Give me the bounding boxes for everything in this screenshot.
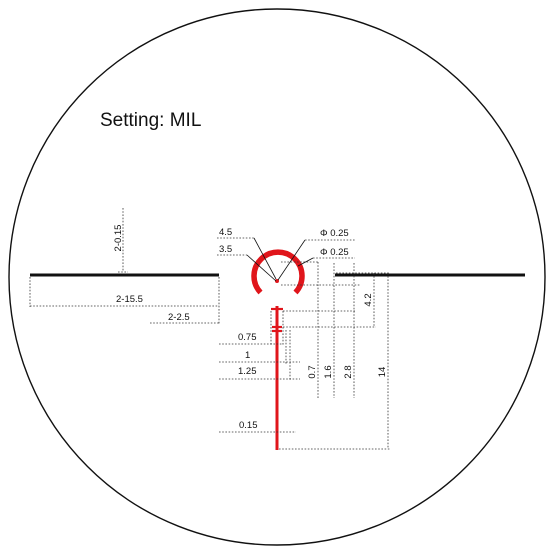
dim-center-dot-arrow	[277, 239, 306, 281]
dim-center-dot-label: Φ 0.25	[320, 228, 349, 239]
dim-v07-label: 0.7	[307, 365, 318, 378]
dim-ring-dot-label: Φ 0.25	[320, 247, 349, 258]
dim-v28-label: 2.8	[343, 365, 354, 378]
dim-v16-label: 1.6	[323, 365, 334, 378]
dim-tick1-label: 1	[245, 350, 250, 361]
dim-post-gap-label: 2-2.5	[168, 312, 190, 323]
dim-top-gap-label: 2-0.15	[113, 225, 124, 252]
dim-v42-label: 4.2	[363, 293, 374, 306]
red-horseshoe-ring	[251, 249, 305, 295]
dim-ring-outer-arrow	[253, 237, 277, 280]
dim-post-length-label: 2-15.5	[116, 294, 143, 305]
dim-tick125-label: 1.25	[238, 366, 257, 377]
dim-tick075-label: 0.75	[238, 332, 257, 343]
dim-v14-label: 14	[377, 367, 388, 378]
dim-ring-dot-arrow	[297, 257, 314, 267]
dim-ring-inner-arrow	[246, 254, 277, 282]
field-of-view-circle	[8, 8, 546, 546]
dim-ring-inner-label: 3.5	[219, 244, 232, 255]
dim-ring-outer-label: 4.5	[219, 227, 232, 238]
setting-label: Setting: MIL	[100, 110, 201, 131]
dim-line-width-label: 0.15	[239, 420, 258, 431]
